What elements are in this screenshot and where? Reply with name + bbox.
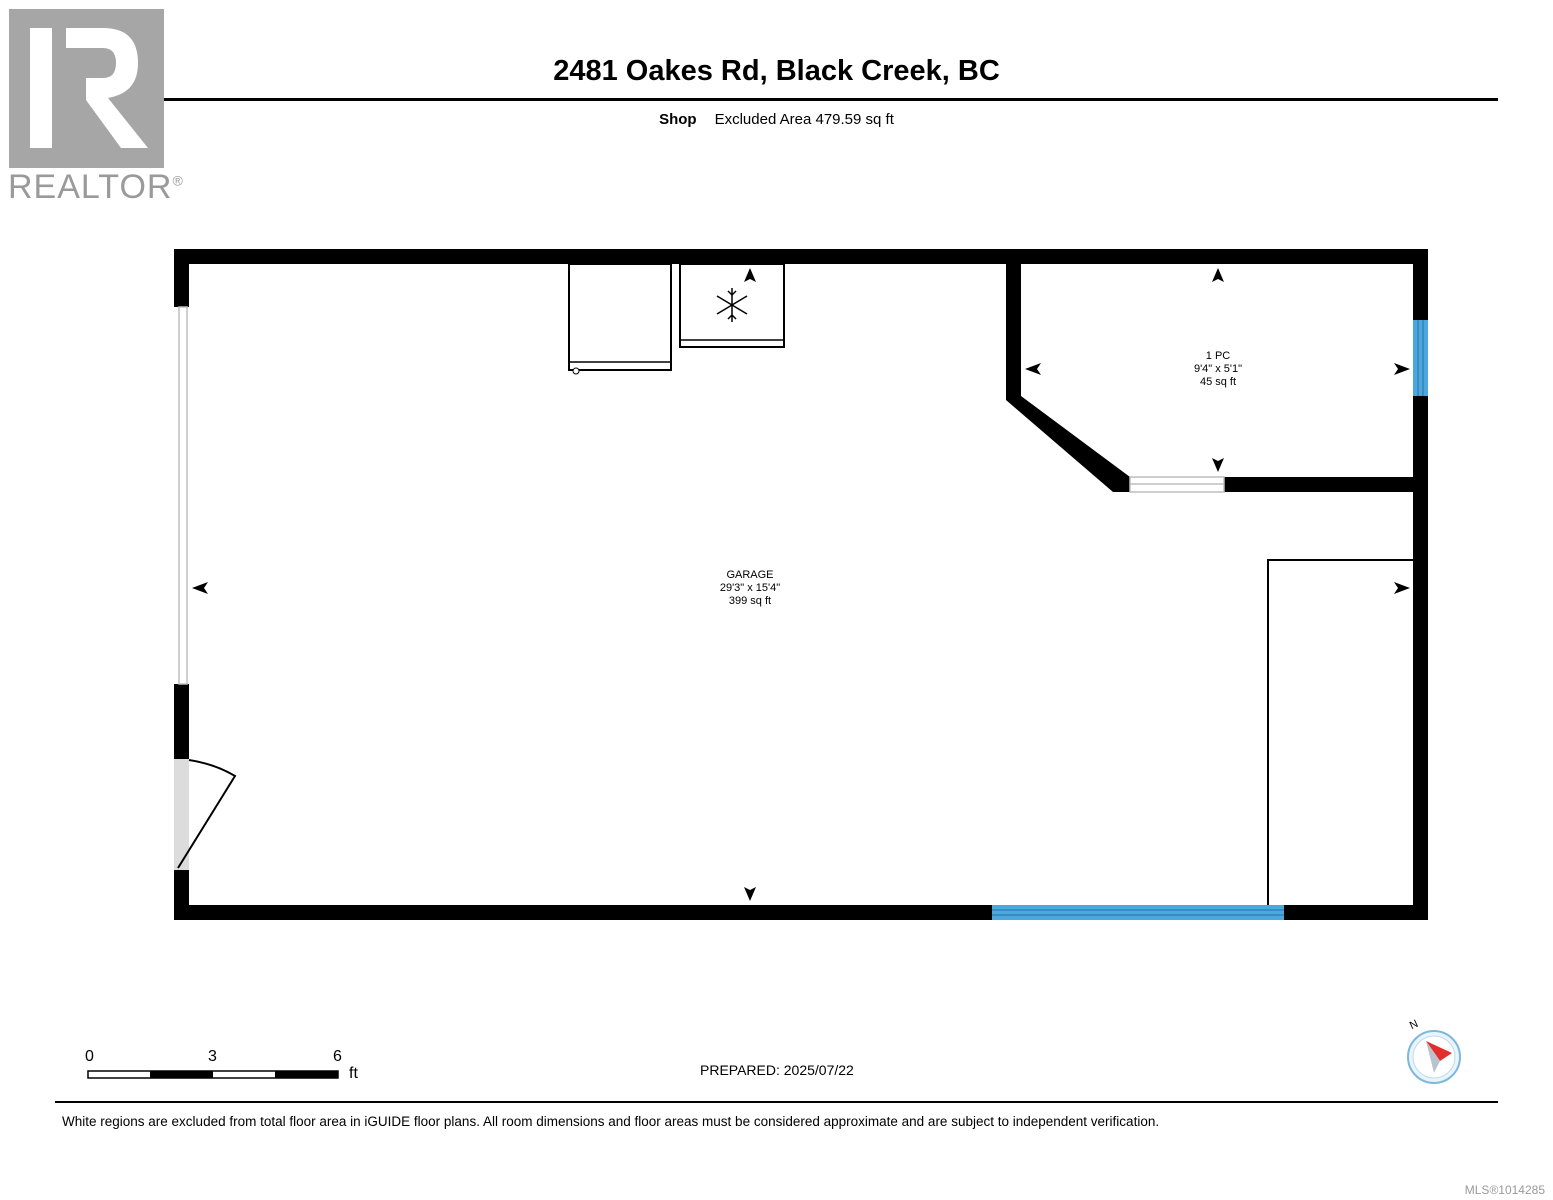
room-dimensions: 9'4" x 5'1" xyxy=(1193,363,1243,375)
room-dimensions: 29'3" x 15'4" xyxy=(719,582,781,594)
excluded-area-text: Excluded Area 479.59 sq ft xyxy=(714,111,894,128)
room-label-garage: GARAGE 29'3" x 15'4" 399 sq ft xyxy=(690,569,810,608)
room-label-1pc: 1 PC 9'4" x 5'1" 45 sq ft xyxy=(1158,350,1278,389)
wall-1pc-diagonal xyxy=(1006,396,1130,492)
realtor-logo xyxy=(9,9,164,168)
page-title: 2481 Oakes Rd, Black Creek, BC xyxy=(553,55,1000,87)
scale-unit: ft xyxy=(349,1065,358,1082)
room-area: 45 sq ft xyxy=(1199,376,1237,388)
wall-left-mid xyxy=(174,684,189,759)
garage-door-opening xyxy=(178,306,188,685)
floor-subtitle: Shop Excluded Area 479.59 sq ft xyxy=(0,111,1553,128)
window-bottom xyxy=(992,905,1284,920)
window-right xyxy=(1413,320,1428,396)
wall-left-bottom xyxy=(174,870,189,920)
section-label: Shop xyxy=(659,111,697,128)
wall-right xyxy=(1413,249,1428,920)
shelf-outline xyxy=(1267,559,1413,905)
room-name: 1 PC xyxy=(1205,350,1231,362)
snowflake-icon xyxy=(716,288,748,322)
room-area: 399 sq ft xyxy=(728,595,772,607)
wall-1pc-left xyxy=(1006,249,1021,396)
cabinet-fixture xyxy=(568,263,672,371)
footer-divider xyxy=(55,1101,1498,1103)
wall-1pc-bottom xyxy=(1224,477,1428,492)
dimension-arrow-icon xyxy=(192,268,1410,901)
wall-left-top xyxy=(174,249,189,307)
realtor-logo-text: REALTOR® xyxy=(8,168,184,206)
room-name: GARAGE xyxy=(726,569,774,581)
compass-icon xyxy=(1407,1030,1461,1084)
scale-label-6: 6 xyxy=(333,1048,342,1065)
scale-label-3: 3 xyxy=(208,1048,217,1065)
scale-label-0: 0 xyxy=(85,1048,94,1065)
door-swing xyxy=(177,759,237,869)
wall-top xyxy=(174,249,1428,264)
prepared-date: PREPARED: 2025/07/22 xyxy=(700,1062,854,1078)
disclaimer-text: White regions are excluded from total fl… xyxy=(62,1114,1160,1129)
title-divider xyxy=(55,98,1498,101)
mls-number: MLS®1014285 xyxy=(1464,1183,1545,1197)
scale-bar xyxy=(87,1070,339,1079)
door-opening-left xyxy=(174,759,189,870)
